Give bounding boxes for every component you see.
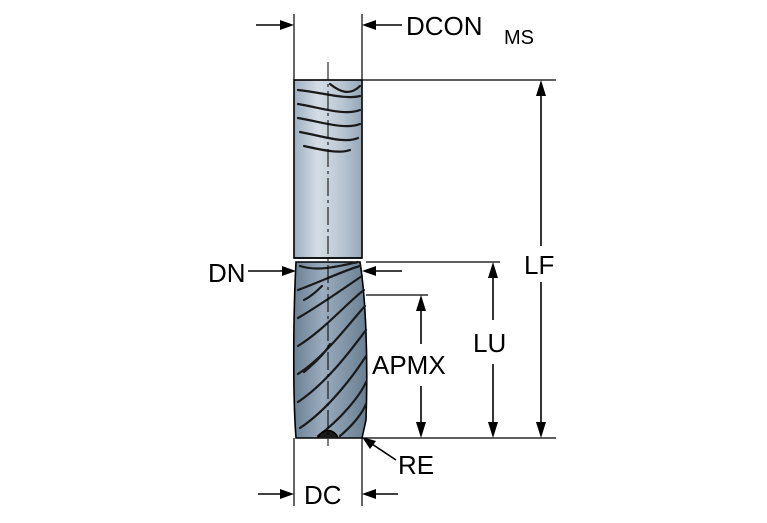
dc-dimension: DC bbox=[258, 438, 398, 510]
dcon-label: DCON bbox=[406, 11, 483, 41]
lf-label: LF bbox=[524, 250, 554, 280]
end-mill-tool bbox=[292, 62, 368, 446]
re-dimension: RE bbox=[362, 437, 434, 480]
dc-label: DC bbox=[304, 480, 342, 510]
re-label: RE bbox=[398, 450, 434, 480]
apmx-label: APMX bbox=[372, 350, 446, 380]
shank-markings bbox=[296, 82, 362, 153]
apmx-dimension: APMX bbox=[366, 294, 446, 438]
dcon-subscript-label: MS bbox=[504, 27, 534, 49]
lu-dimension: LU bbox=[366, 261, 506, 438]
lu-label: LU bbox=[473, 328, 506, 358]
dcon-dimension: DCON MS bbox=[256, 11, 534, 80]
lf-dimension: LF bbox=[362, 79, 556, 439]
dn-label: DN bbox=[208, 258, 246, 288]
dn-dimension: DN bbox=[208, 258, 402, 288]
